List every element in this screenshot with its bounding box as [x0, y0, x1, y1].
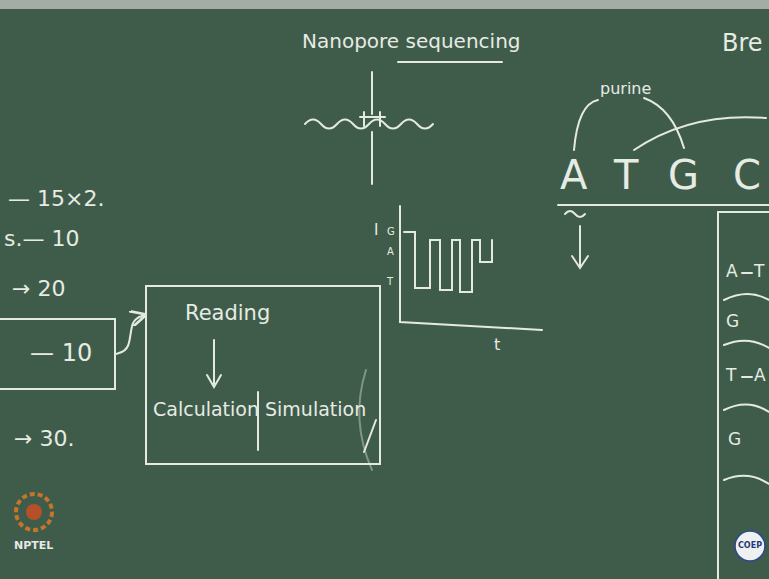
wavy-mark — [565, 211, 585, 217]
base-letter: G — [726, 312, 739, 332]
item-value: — 10 — [30, 340, 92, 368]
underline — [398, 61, 502, 63]
base-letter: T — [614, 152, 638, 198]
score-line: → 30. — [14, 426, 74, 451]
score-line: s.— 10 — [4, 226, 79, 251]
plot-axis — [400, 206, 542, 330]
strand — [371, 132, 373, 184]
step-label: Calculation — [153, 399, 259, 421]
level-label: A — [387, 246, 394, 258]
base-letter: T — [726, 366, 736, 386]
current-trace — [404, 232, 492, 292]
axis-label: I — [374, 222, 378, 239]
base-letter: G — [728, 430, 741, 450]
helix-strand — [724, 476, 769, 484]
board-frame — [0, 0, 769, 9]
step-label: Reading — [185, 301, 270, 325]
panel-line — [717, 212, 719, 579]
helix-strand — [724, 341, 769, 348]
pore — [363, 112, 365, 126]
nptel-logo — [16, 494, 52, 530]
down-arrow — [579, 226, 581, 266]
coep-logo — [735, 531, 765, 561]
bracket-label: purine — [600, 80, 651, 98]
arrow-head — [572, 256, 588, 268]
strand — [371, 72, 373, 114]
bracket-arc — [634, 117, 766, 150]
process-box: ReadingCalculation Simulation — [145, 285, 381, 465]
score-line: — 15×2. — [8, 186, 104, 211]
slash-mark — [364, 420, 376, 452]
arrow-head — [207, 375, 221, 387]
base-letter: C — [733, 152, 761, 198]
helix-strand — [724, 404, 769, 412]
base-letter: A — [560, 152, 587, 198]
base-letter: G — [668, 152, 699, 198]
nptel-logo — [26, 504, 42, 520]
underline — [558, 204, 769, 206]
down-arrow — [213, 340, 215, 384]
membrane — [305, 120, 433, 129]
base-letter: T — [754, 262, 764, 282]
logo-text: COEP — [738, 541, 762, 550]
pore — [379, 112, 381, 126]
connector-arrow — [116, 315, 145, 354]
boxed-item: — 10 — [0, 318, 116, 390]
helix-strand — [724, 294, 769, 300]
score-line: → 20 — [12, 276, 65, 301]
bracket-arc — [574, 100, 598, 150]
base-letter: A — [754, 366, 766, 386]
base-bond — [742, 376, 752, 378]
cut-heading: Bre — [722, 30, 763, 58]
level-label: T — [387, 276, 393, 288]
panel-line — [718, 211, 769, 213]
base-bond — [742, 272, 752, 274]
base-letter: A — [726, 262, 738, 282]
step-label: Simulation — [265, 399, 366, 421]
logo-text: NPTEL — [14, 540, 53, 553]
level-label: G — [387, 226, 395, 238]
board-heading: Nanopore sequencing — [302, 30, 521, 53]
axis-label: t — [494, 336, 500, 354]
